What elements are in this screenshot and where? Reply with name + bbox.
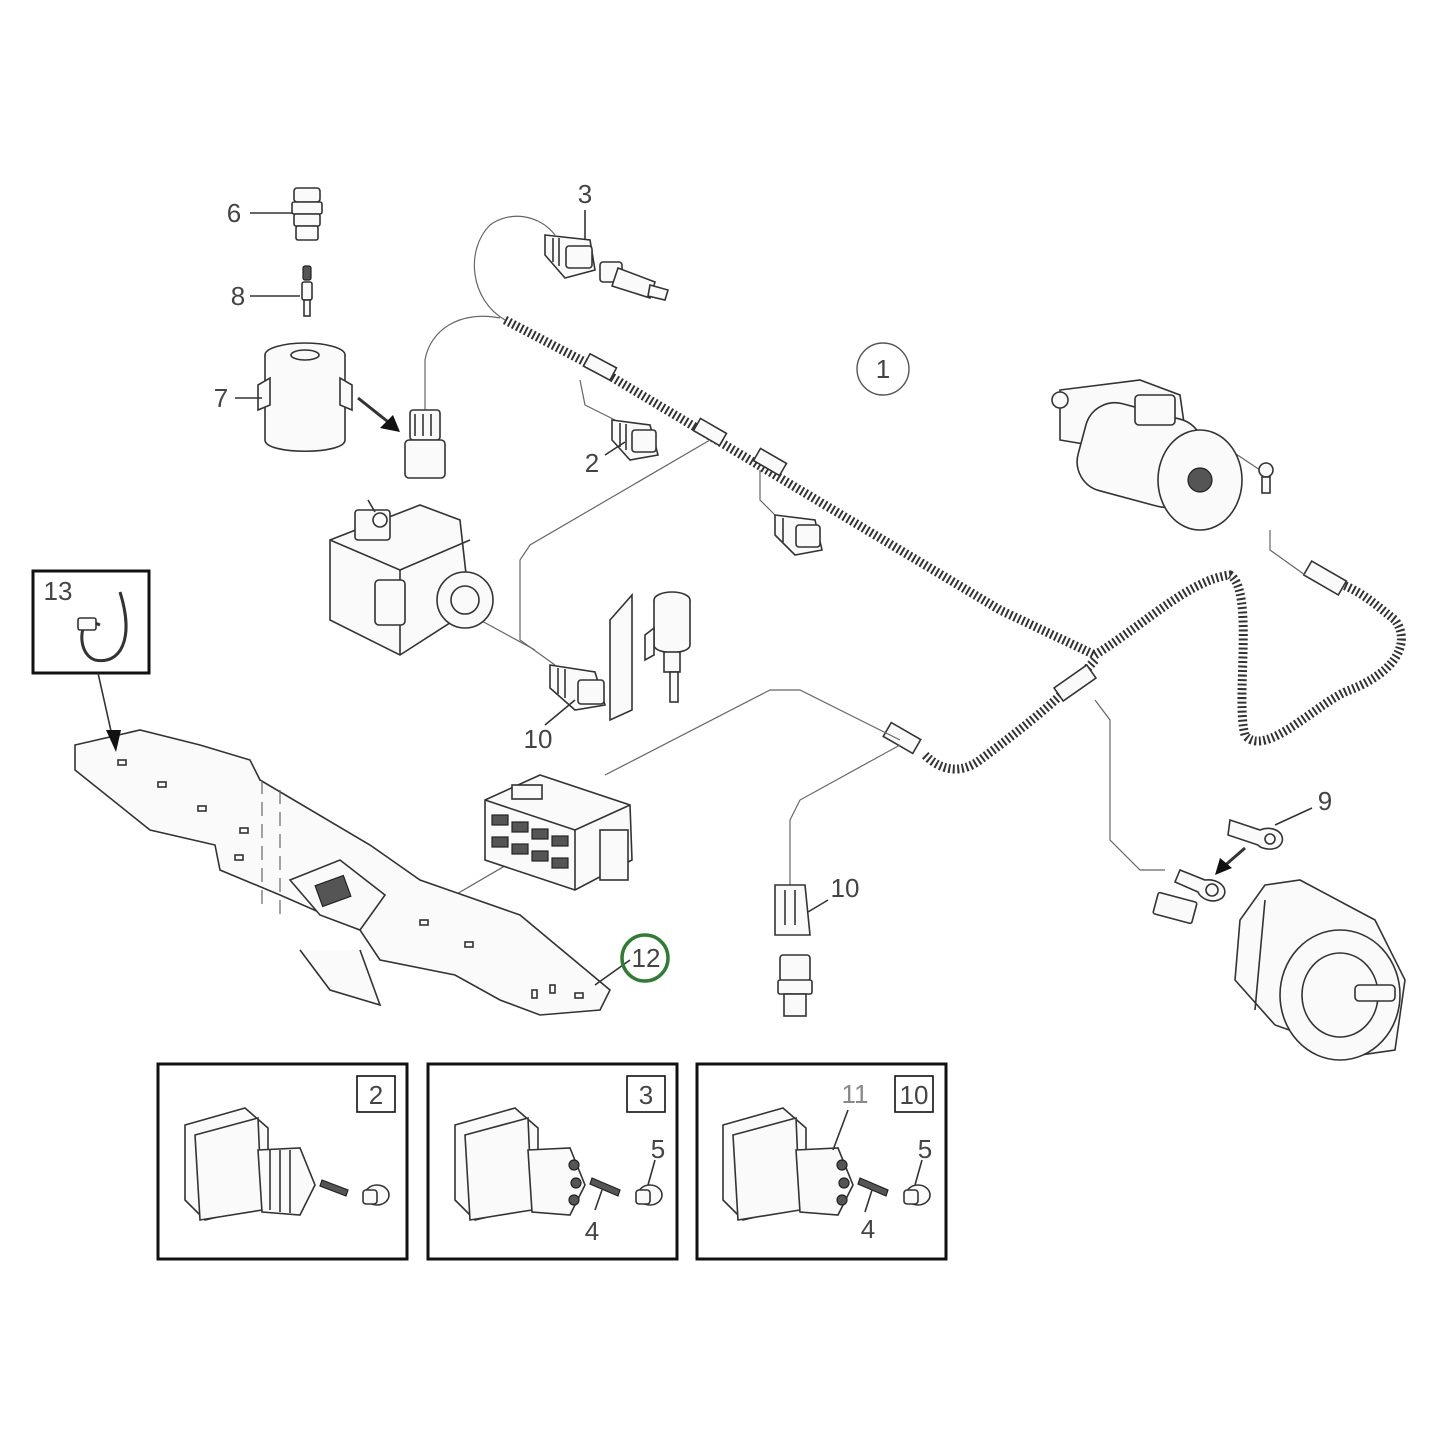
inset-2: 2 — [156, 1062, 409, 1261]
inset-2-seal — [362, 1184, 390, 1206]
inset-10-label-4: 4 — [861, 1214, 875, 1244]
inset-2-connector — [184, 1107, 316, 1221]
ring-terminal-alt[interactable] — [1173, 868, 1226, 902]
harness-sleeve — [1052, 663, 1098, 703]
pressure-switch[interactable] — [777, 954, 813, 1017]
callout-3: 3 — [578, 179, 592, 209]
inset-10-connector — [722, 1107, 854, 1221]
pointer-arrow — [357, 396, 400, 432]
callout-13: 13 — [44, 576, 73, 606]
ring-terminal-starter[interactable] — [1258, 462, 1274, 494]
detail-box-13 — [31, 569, 151, 675]
callout-12: 12 — [632, 943, 661, 973]
connector-3[interactable] — [544, 234, 596, 279]
inset-3-pin — [589, 1177, 621, 1197]
main-harness — [502, 316, 1406, 774]
spade-connector[interactable] — [1152, 891, 1198, 925]
inset-10-badge: 10 — [900, 1080, 929, 1110]
callout-10-lower: 10 — [831, 873, 860, 903]
inset-3-label-5: 5 — [651, 1134, 665, 1164]
callouts: 1 2 3 6 7 8 9 10 10 12 13 — [44, 179, 1332, 983]
injection-pump[interactable] — [329, 499, 494, 656]
relay-box[interactable] — [484, 774, 633, 891]
inset-2-badge: 2 — [369, 1080, 383, 1110]
inset-10-seal — [903, 1184, 931, 1206]
callout-7: 7 — [214, 383, 228, 413]
terminal-arrow — [1215, 846, 1246, 875]
connector-2[interactable] — [611, 419, 659, 461]
part-7-housing[interactable] — [257, 342, 353, 452]
harness-sleeve — [752, 447, 788, 477]
inset-10: 10 11 4 5 — [695, 1062, 948, 1261]
inset-3-seal — [635, 1184, 663, 1206]
sensor-part[interactable] — [599, 261, 670, 301]
part-6-plug[interactable] — [291, 187, 323, 241]
starter-motor[interactable] — [1051, 379, 1243, 531]
harness-sleeve — [692, 417, 728, 447]
branch-connector[interactable] — [774, 514, 823, 556]
inset-2-pin — [319, 1179, 349, 1197]
callout-1-circle — [856, 342, 910, 396]
harness-sleeve — [882, 721, 922, 755]
ring-terminal-9[interactable] — [1227, 818, 1284, 850]
connector-10-upper[interactable] — [549, 664, 607, 711]
callout-8: 8 — [231, 281, 245, 311]
part-8-pin[interactable] — [301, 265, 313, 317]
callout-9: 9 — [1318, 786, 1332, 816]
inset-3: 3 4 5 — [426, 1062, 679, 1261]
relay-slots — [491, 814, 569, 869]
callout-6: 6 — [227, 198, 241, 228]
mounting-bracket[interactable] — [74, 729, 611, 1016]
inset-10-pin — [857, 1177, 889, 1197]
callout-2: 2 — [585, 448, 599, 478]
callout-10-upper: 10 — [524, 724, 553, 754]
connector-10-lower[interactable] — [774, 884, 811, 936]
inset-10-label-5: 5 — [918, 1134, 932, 1164]
harness-sleeve — [582, 352, 618, 382]
pump-connector[interactable] — [404, 409, 446, 479]
solenoid-valve[interactable] — [609, 591, 691, 722]
callout-12-highlight — [620, 933, 670, 983]
alternator[interactable] — [1234, 879, 1406, 1061]
inset-10-label-11: 11 — [842, 1079, 869, 1109]
bracket-holes — [117, 759, 584, 999]
harness-sleeve — [1302, 559, 1348, 597]
box-13-pointer — [97, 672, 121, 752]
inset-3-label-4: 4 — [585, 1216, 599, 1246]
inset-3-badge: 3 — [639, 1080, 653, 1110]
inset-3-connector — [454, 1107, 586, 1221]
callout-1: 1 — [876, 354, 890, 384]
